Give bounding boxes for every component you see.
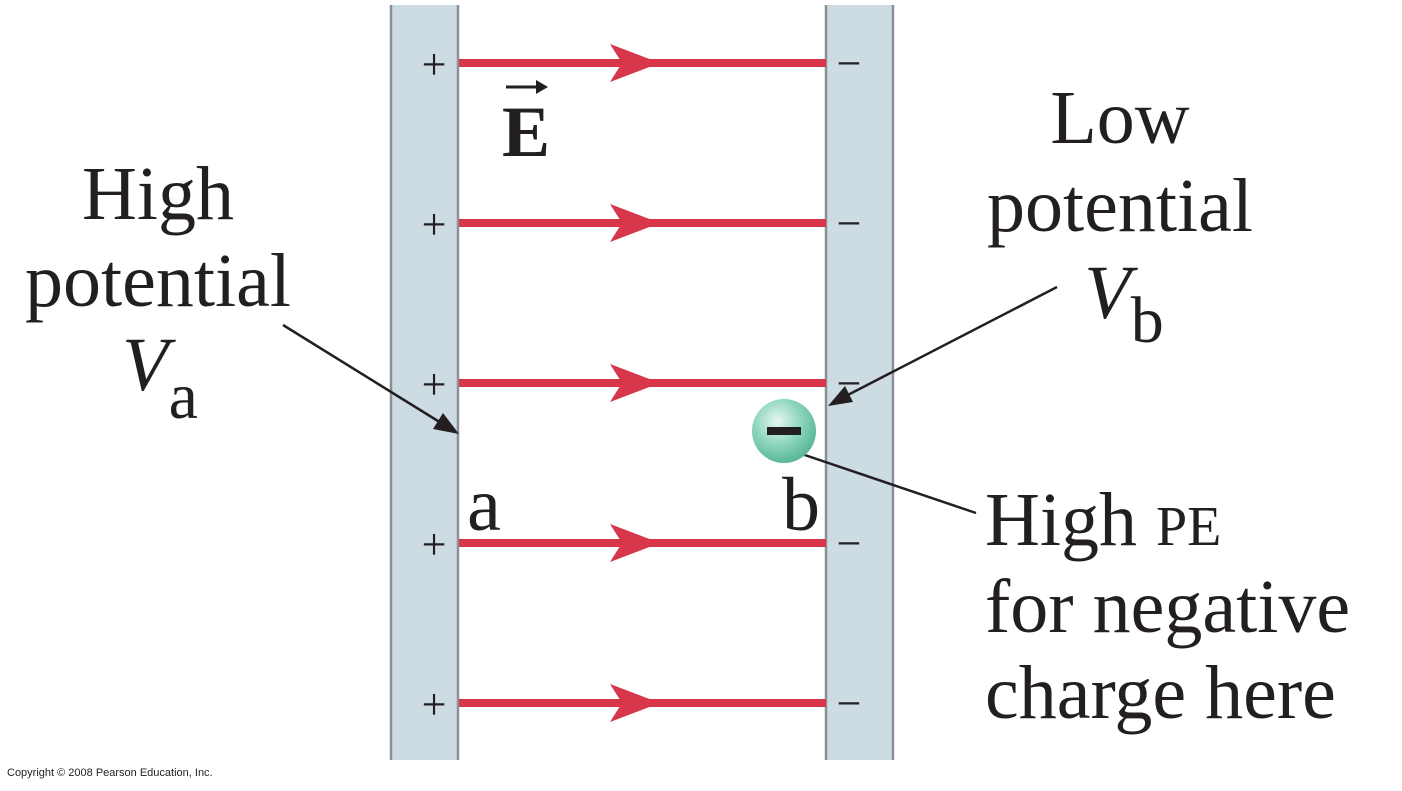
field-line bbox=[459, 204, 826, 242]
plus-sign: + bbox=[422, 200, 447, 249]
minus-sign: − bbox=[837, 679, 862, 728]
point-label-b: b bbox=[782, 463, 820, 547]
charge-caption-high: High bbox=[985, 478, 1137, 562]
pointer-to-b bbox=[828, 285, 1058, 406]
plus-sign: + bbox=[422, 520, 447, 569]
field-label-text: E bbox=[502, 92, 550, 172]
low-potential-line2: potential bbox=[987, 164, 1253, 248]
minus-sign: − bbox=[837, 519, 862, 568]
minus-sign: − bbox=[837, 39, 862, 88]
field-line bbox=[459, 524, 826, 562]
potential-symbol: V bbox=[1084, 251, 1138, 335]
low-potential-caption: Low potential Vb bbox=[987, 76, 1253, 357]
negative-charge bbox=[752, 399, 816, 463]
plus-sign: + bbox=[422, 360, 447, 409]
field-lines bbox=[459, 44, 826, 722]
field-line bbox=[459, 364, 826, 402]
potential-subscript: b bbox=[1131, 284, 1164, 357]
high-potential-caption: High potential Va bbox=[25, 152, 291, 433]
field-vector-label: E bbox=[502, 80, 550, 172]
high-potential-line1: High bbox=[82, 152, 234, 236]
positive-plate bbox=[389, 5, 460, 760]
low-potential-line1: Low bbox=[1050, 76, 1189, 160]
field-line bbox=[459, 684, 826, 722]
potential-subscript: a bbox=[169, 360, 198, 433]
charge-caption-pe: PE bbox=[1156, 496, 1221, 558]
plus-sign: + bbox=[422, 40, 447, 89]
charge-caption-line1: High PE bbox=[985, 478, 1221, 562]
field-line bbox=[459, 44, 826, 82]
vector-arrow-icon bbox=[506, 80, 548, 94]
minus-signs: − − − − − bbox=[837, 39, 862, 728]
charge-caption-line3: charge here bbox=[985, 651, 1336, 735]
potential-symbol-vb: Vb bbox=[1084, 251, 1163, 357]
potential-symbol-va: Va bbox=[122, 323, 198, 433]
copyright-notice: Copyright © 2008 Pearson Education, Inc. bbox=[7, 767, 213, 779]
pointer-to-a bbox=[282, 323, 459, 434]
high-potential-line2: potential bbox=[25, 239, 291, 323]
plus-signs: + + + + + bbox=[422, 40, 447, 729]
pointer-lines bbox=[282, 285, 1058, 515]
minus-sign: − bbox=[837, 199, 862, 248]
charge-caption-line2: for negative bbox=[985, 565, 1350, 649]
point-label-a: a bbox=[467, 463, 501, 547]
potential-symbol: V bbox=[122, 323, 176, 407]
negative-plate bbox=[824, 5, 895, 760]
charge-caption: High PE for negative charge here bbox=[985, 478, 1350, 735]
minus-icon bbox=[767, 427, 801, 435]
pointer-to-charge bbox=[789, 448, 977, 515]
plus-sign: + bbox=[422, 680, 447, 729]
